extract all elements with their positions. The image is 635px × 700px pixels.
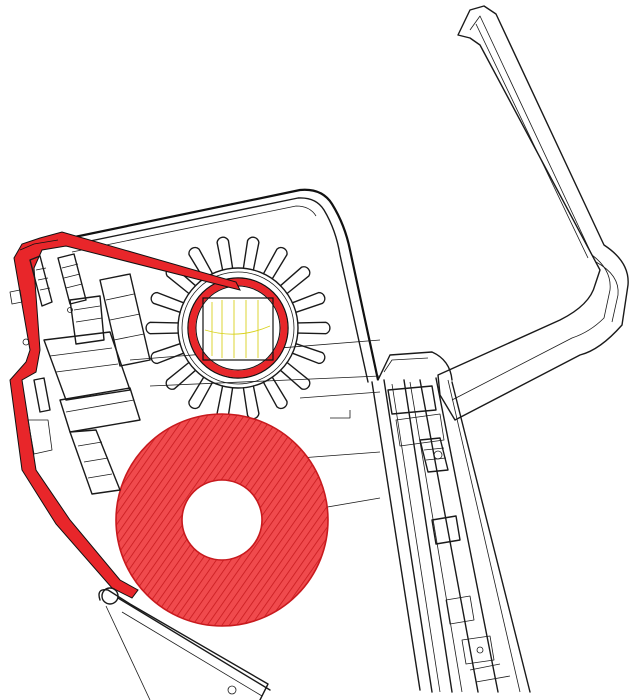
ribbon-supply-roll — [115, 413, 329, 627]
ribbon-core — [187, 277, 289, 379]
right-rail-assembly — [371, 377, 531, 693]
print-head-mechanism — [9, 253, 151, 495]
lower-plate — [98, 587, 271, 700]
open-lid — [437, 5, 629, 421]
ribbon-path — [9, 231, 241, 599]
